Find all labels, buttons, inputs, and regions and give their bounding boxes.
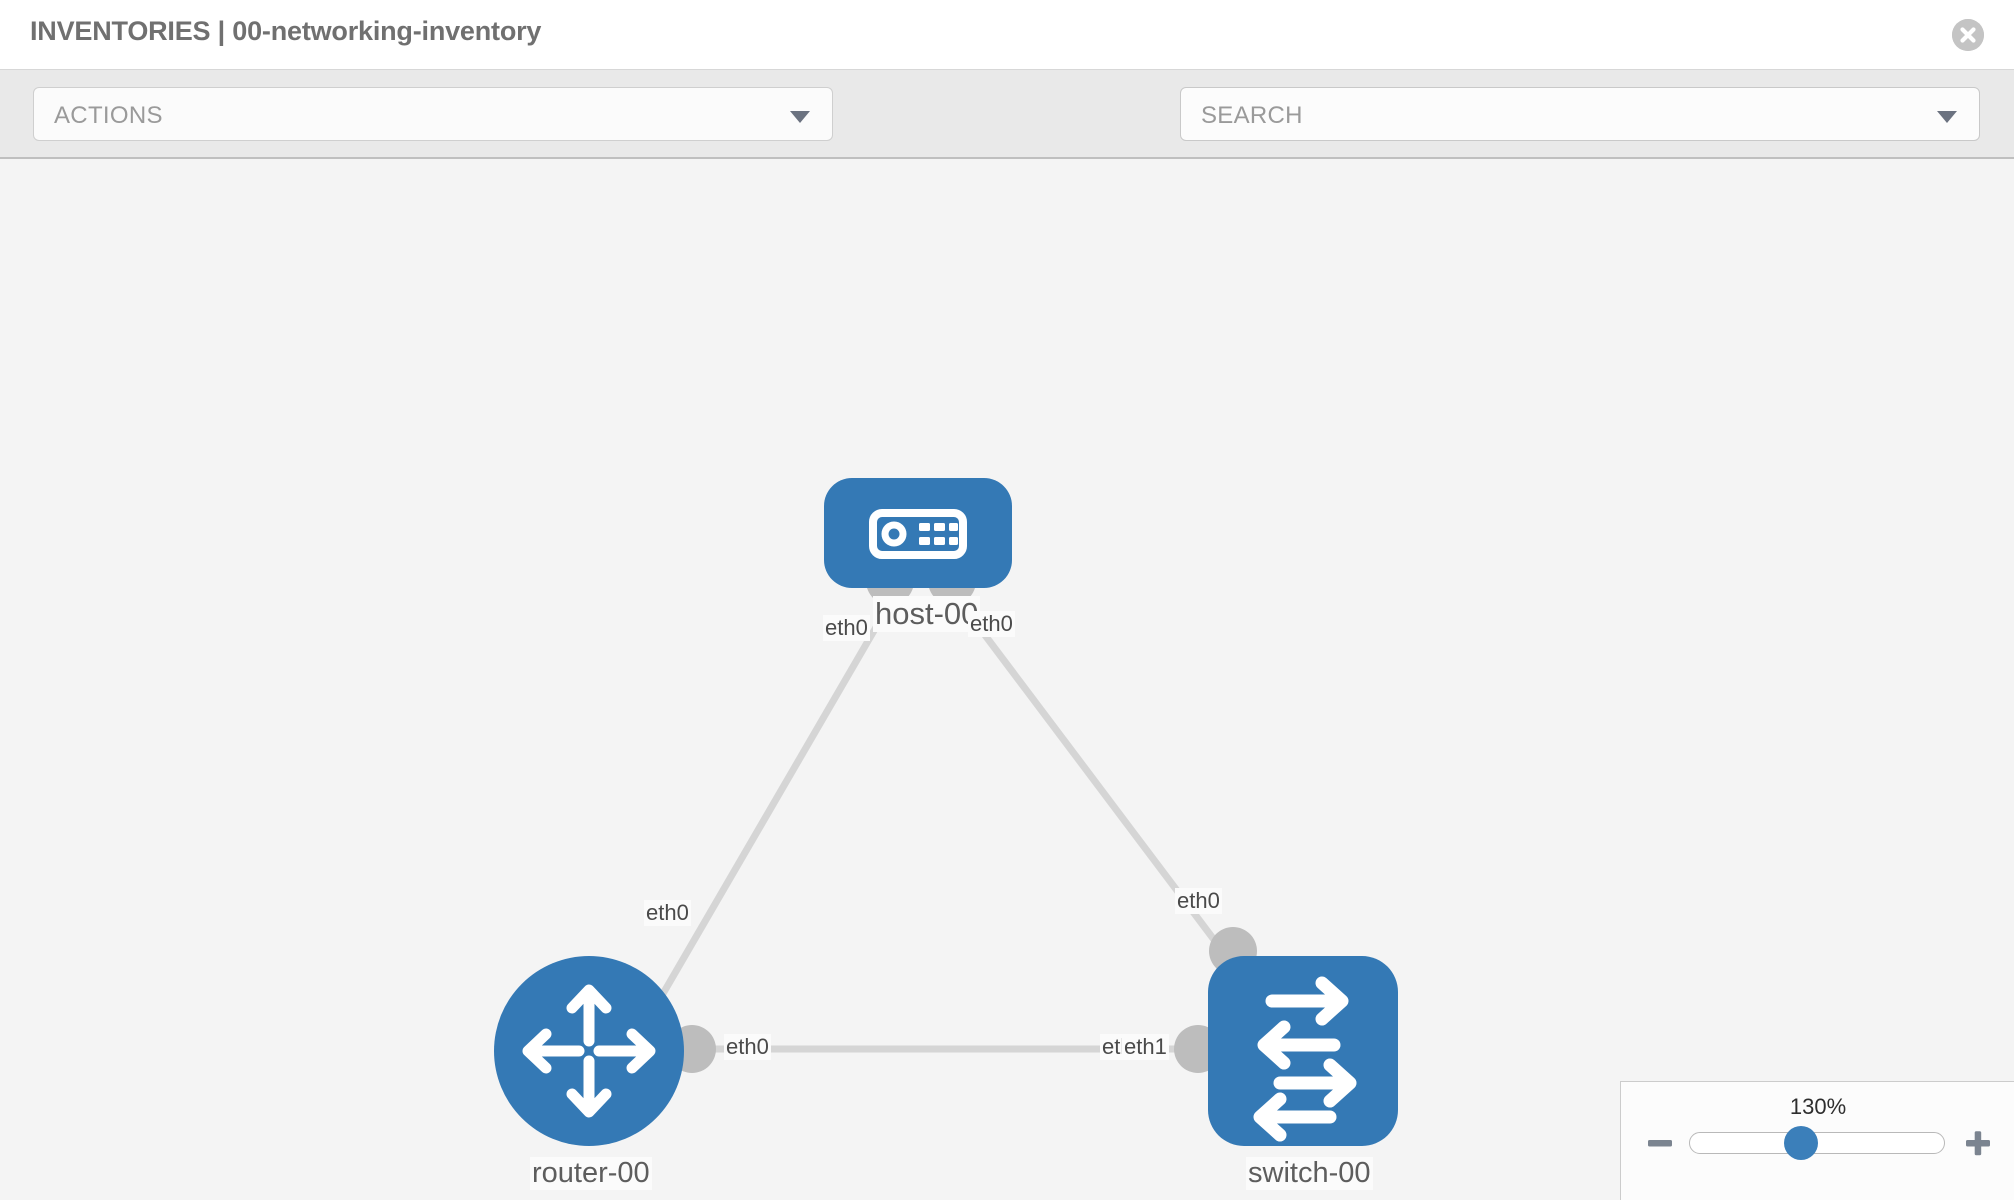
chevron-down-icon [1937,111,1957,123]
chevron-down-icon [790,111,810,123]
zoom-out-button[interactable] [1645,1128,1675,1158]
toolbar: ACTIONS SEARCH [0,70,2014,199]
topology-canvas[interactable]: host-00 router-00 switch-00 eth0 eth0 et… [0,161,2014,1200]
node-label-switch-00: switch-00 [1246,1157,1373,1190]
port-label-switch-left: eth1 [1122,1034,1169,1060]
topology-graph [494,478,1398,1146]
search-input[interactable]: SEARCH [1180,87,1980,141]
port-label-router-right: eth0 [724,1034,771,1060]
port-label-router-up: eth0 [644,900,691,926]
node-router-00[interactable] [494,956,684,1146]
close-icon [1952,19,1984,51]
actions-dropdown-label: ACTIONS [54,102,163,129]
plus-icon [1966,1131,1990,1156]
node-switch-00[interactable] [1208,956,1398,1146]
port-label-host-left: eth0 [823,615,870,641]
zoom-level-value: 130% [1789,1094,1847,1119]
page-header: INVENTORIES | 00-networking-inventory [0,0,2014,70]
topology-links [646,583,1233,1053]
actions-dropdown[interactable]: ACTIONS [33,87,833,141]
zoom-in-button[interactable] [1963,1128,1993,1158]
node-label-host-00: host-00 [873,596,981,632]
minus-icon [1648,1140,1672,1147]
port-label-switch-up: eth0 [1175,888,1222,914]
topology-ports [668,557,1257,1073]
zoom-control-panel: 130% [1620,1081,2014,1200]
node-host-00[interactable] [824,478,1012,588]
link-host-router [646,584,904,1018]
page-title: INVENTORIES | 00-networking-inventory [30,16,542,46]
port-label-host-right: eth0 [968,611,1015,637]
close-button[interactable] [1952,19,1984,51]
node-label-router-00: router-00 [530,1157,652,1190]
search-placeholder: SEARCH [1201,102,1303,129]
zoom-slider-thumb[interactable] [1784,1126,1818,1160]
